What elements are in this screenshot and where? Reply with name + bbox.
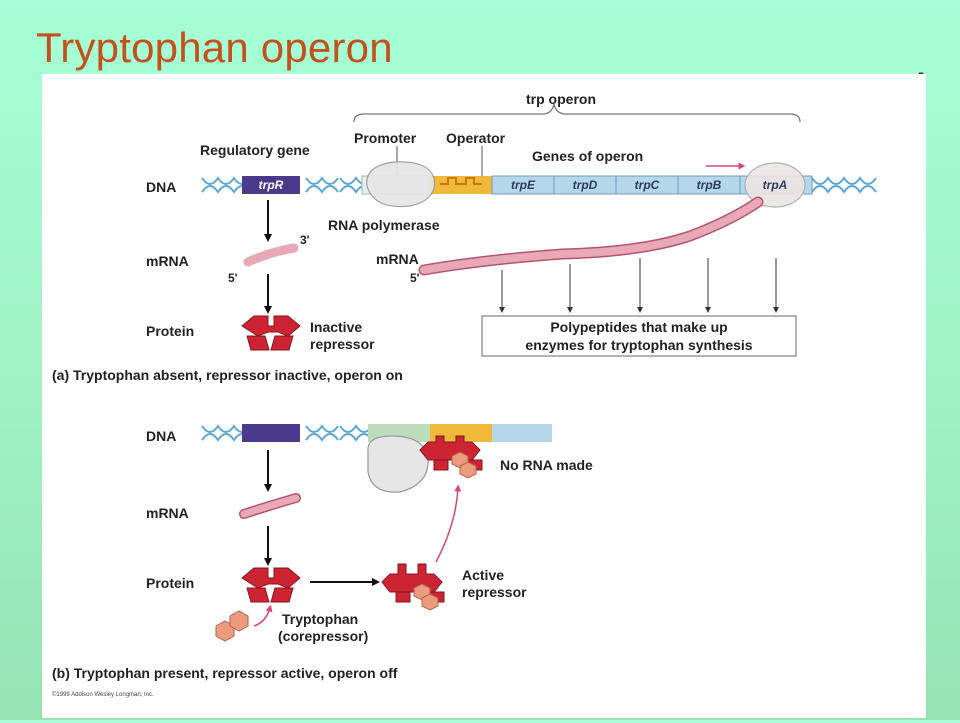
active-label-line1: Active <box>462 567 504 583</box>
dna-label-b: DNA <box>146 428 176 444</box>
inactive-label-line1: Inactive <box>310 319 362 335</box>
slide-title: Tryptophan operon <box>36 24 393 71</box>
binding-arrow <box>435 484 462 563</box>
diagram-panel: trpR trp operon Promoter Operator Regula… <box>42 74 926 718</box>
inactive-label-line2: repressor <box>310 336 375 352</box>
corepressor-arrow <box>253 604 273 627</box>
caption-a: (a) Tryptophan absent, repressor inactiv… <box>52 367 403 383</box>
rna-polymerase-blocked <box>367 435 429 493</box>
genes-of-operon-label: Genes of operon <box>532 148 643 164</box>
active-repressor-free <box>381 563 445 611</box>
mrna-label-operon: mRNA <box>376 251 419 267</box>
trpR-mrna-a <box>243 243 299 267</box>
inactive-repressor-shape <box>241 315 301 351</box>
active-repressor-bound <box>419 435 483 479</box>
trpC-label: trpC <box>635 178 660 192</box>
tryptophan-label-line2: (corepressor) <box>278 628 368 644</box>
rna-polymerase-promoter <box>366 161 436 208</box>
dna-label-a: DNA <box>146 179 176 195</box>
repressor-b-shape <box>241 567 301 603</box>
trpR-gene-box-b <box>242 424 300 442</box>
promoter-label: Promoter <box>354 130 417 146</box>
mrna-label-b: mRNA <box>146 505 189 521</box>
tryptophan-molecule <box>215 610 249 642</box>
trpB-label: trpB <box>697 178 722 192</box>
operon-genes-b <box>492 424 552 442</box>
trpR-label: trpR <box>259 178 284 192</box>
trp-operon-bracket <box>353 103 801 123</box>
trpD-label: trpD <box>573 178 598 192</box>
caption-b: (b) Tryptophan present, repressor active… <box>52 665 398 681</box>
protein-label-b: Protein <box>146 575 194 591</box>
trpE-label: trpE <box>511 178 536 192</box>
operator-notch-a <box>440 177 482 185</box>
copyright: ©1999 Addison Wesley Longman, Inc. <box>52 691 154 698</box>
rna-polymerase-transcribing <box>744 162 806 208</box>
active-label-line2: repressor <box>462 584 527 600</box>
protein-label-a: Protein <box>146 323 194 339</box>
operon-mrna <box>420 198 762 274</box>
trpR-mrna-5prime-a: 5' <box>228 271 238 285</box>
trp-operon-label: trp operon <box>526 91 596 107</box>
polypeptides-line1: Polypeptides that make up <box>550 319 727 335</box>
operator-label: Operator <box>446 130 506 146</box>
trpR-mrna-3prime-a: 3' <box>300 233 310 247</box>
mrna-label-a: mRNA <box>146 253 189 269</box>
operon-diagram: trpR trp operon Promoter Operator Regula… <box>52 91 877 698</box>
polypeptides-line2: enzymes for tryptophan synthesis <box>525 337 752 353</box>
translation-arrows-operon <box>499 258 779 313</box>
no-rna-label: No RNA made <box>500 457 593 473</box>
regulatory-gene-label: Regulatory gene <box>200 142 310 158</box>
polypeptides-box <box>481 315 797 357</box>
corner-mark: - <box>918 62 924 82</box>
trpR-mrna-b <box>240 494 300 518</box>
rna-polymerase-label: RNA polymerase <box>328 217 440 233</box>
trpA-label: trpA <box>763 178 788 192</box>
operator-region-b <box>430 424 492 442</box>
tryptophan-label-line1: Tryptophan <box>282 611 358 627</box>
trpR-gene-box <box>242 176 300 194</box>
operon-mrna-5prime: 5' <box>410 271 420 285</box>
